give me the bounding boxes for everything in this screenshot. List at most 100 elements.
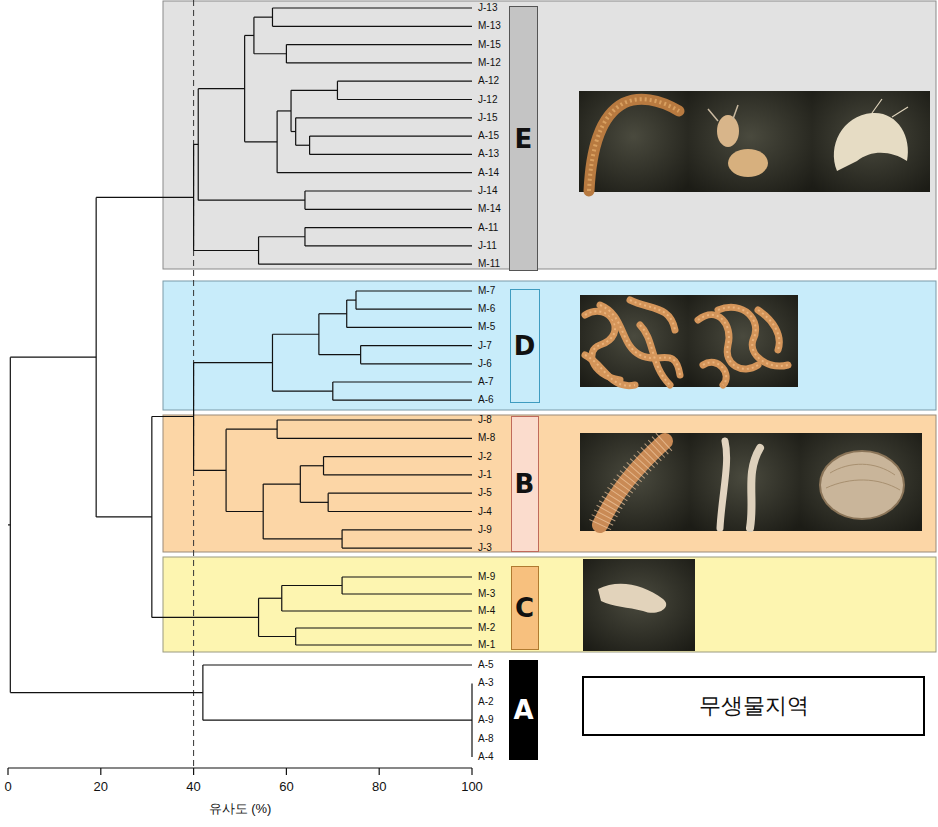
dendrogram-branch (324, 474, 472, 475)
group-letter-box: A (509, 660, 538, 760)
sample-label: J-8 (478, 414, 492, 426)
sample-label: M-12 (478, 57, 501, 69)
sample-label: J-3 (478, 542, 492, 554)
sample-label: A-6 (478, 394, 494, 406)
dendrogram-branch (333, 381, 472, 382)
group-band (163, 415, 936, 552)
node-label: C (515, 593, 534, 623)
dendrogram-branch (319, 313, 347, 314)
group-letter-box: B (511, 416, 539, 552)
dendrogram-branch (277, 419, 472, 420)
dendrogram-branch (337, 81, 472, 82)
dendrogram-branch (342, 576, 472, 577)
group-letter-box: D (510, 289, 540, 403)
sample-label: A-13 (478, 148, 499, 160)
dendrogram-branch (152, 416, 194, 417)
specimen-photo (812, 91, 930, 192)
sample-label: A-3 (478, 677, 494, 689)
node-label: 무생물지역 (699, 691, 809, 721)
specimen-photo (688, 295, 798, 387)
sample-label: M-1 (478, 639, 495, 651)
dendrogram-branch (226, 511, 263, 512)
dendrogram-branch (96, 197, 193, 198)
group-band (163, 281, 936, 410)
dendrogram-branch (347, 300, 356, 301)
specimen-photo (580, 433, 690, 531)
sample-label: A-4 (478, 751, 494, 763)
sample-label: M-2 (478, 622, 495, 634)
node-label: D (514, 331, 536, 361)
sample-label: M-11 (478, 258, 500, 270)
node-label: B (515, 469, 535, 499)
dendrogram-branch (272, 7, 472, 8)
dendrogram-branch (96, 516, 152, 517)
sample-label: A-8 (478, 733, 494, 745)
sample-label: J-13 (478, 2, 497, 14)
dendrogram-branch (342, 547, 472, 548)
dendrogram-branch (194, 250, 259, 251)
specimen-photo (690, 433, 800, 531)
dendrogram-branch (342, 593, 472, 594)
dendrogram-branch (310, 154, 472, 155)
dendrogram-branch (198, 200, 305, 201)
specimen-photo (688, 91, 812, 192)
dendrogram-branch (305, 190, 472, 191)
cutoff-line (193, 0, 194, 766)
sample-label: J-12 (478, 94, 497, 106)
sample-label: M-3 (478, 588, 495, 600)
sample-label: A-7 (478, 376, 494, 388)
dendrogram-branch (263, 538, 342, 539)
node-label: E (515, 124, 533, 154)
dendrogram-branch (259, 598, 282, 599)
sample-label: M-9 (478, 571, 495, 583)
tick-label: 40 (186, 779, 200, 794)
node-label: A (513, 695, 533, 725)
dendrogram-branch (194, 362, 273, 363)
sample-label: M-8 (478, 432, 495, 444)
axis-title: 유사도 (%) (209, 801, 272, 817)
dendrogram-branch (282, 585, 342, 586)
dendrogram-branch (333, 400, 472, 401)
sample-label: A-12 (478, 75, 499, 87)
dendrogram-branch (152, 617, 259, 618)
sample-label: J-7 (478, 340, 492, 352)
dendrogram-branch (356, 290, 472, 291)
dendrogram-branch (272, 26, 472, 27)
dendrogram-branch (337, 99, 472, 100)
dendrogram-branch (203, 720, 472, 721)
dendrogram-branch (300, 465, 323, 466)
dendrogram-branch (263, 483, 300, 484)
group-letter-box: C (511, 566, 539, 650)
dendrogram-branch (277, 438, 472, 439)
axis-tick (193, 768, 194, 775)
sample-label: A-11 (478, 222, 498, 234)
dendrogram-branch (356, 309, 472, 310)
tick-label: 0 (4, 779, 11, 794)
tick-label: 80 (372, 779, 386, 794)
dendrogram-branch (259, 264, 472, 265)
dendrogram-branch (361, 345, 472, 346)
axis-tick (379, 768, 380, 775)
axis-line (8, 767, 472, 768)
dendrogram-branch (254, 53, 286, 54)
dendrogram-branch (324, 456, 472, 457)
dendrogram-branch (347, 327, 472, 328)
sample-label: M-6 (478, 303, 495, 315)
dendrogram-branch (342, 529, 472, 530)
dendrogram-branch (277, 110, 291, 111)
sample-label: J-15 (478, 112, 497, 124)
dendrogram-branch (194, 144, 199, 145)
dendrogram-branch (300, 502, 328, 503)
dendrogram-branch (198, 88, 244, 89)
dendrogram-branch (291, 131, 296, 132)
dendrogram-branch (286, 44, 472, 45)
sample-label: A-5 (478, 659, 494, 671)
group-letter-box: E (509, 6, 538, 271)
sample-label: J-9 (478, 524, 492, 536)
dendrogram-branch (282, 610, 472, 611)
group-band (163, 1, 936, 269)
dendrogram-branch (361, 363, 472, 364)
sample-label: A-15 (478, 130, 499, 142)
sample-label: M-5 (478, 321, 495, 333)
group-band (163, 557, 936, 652)
